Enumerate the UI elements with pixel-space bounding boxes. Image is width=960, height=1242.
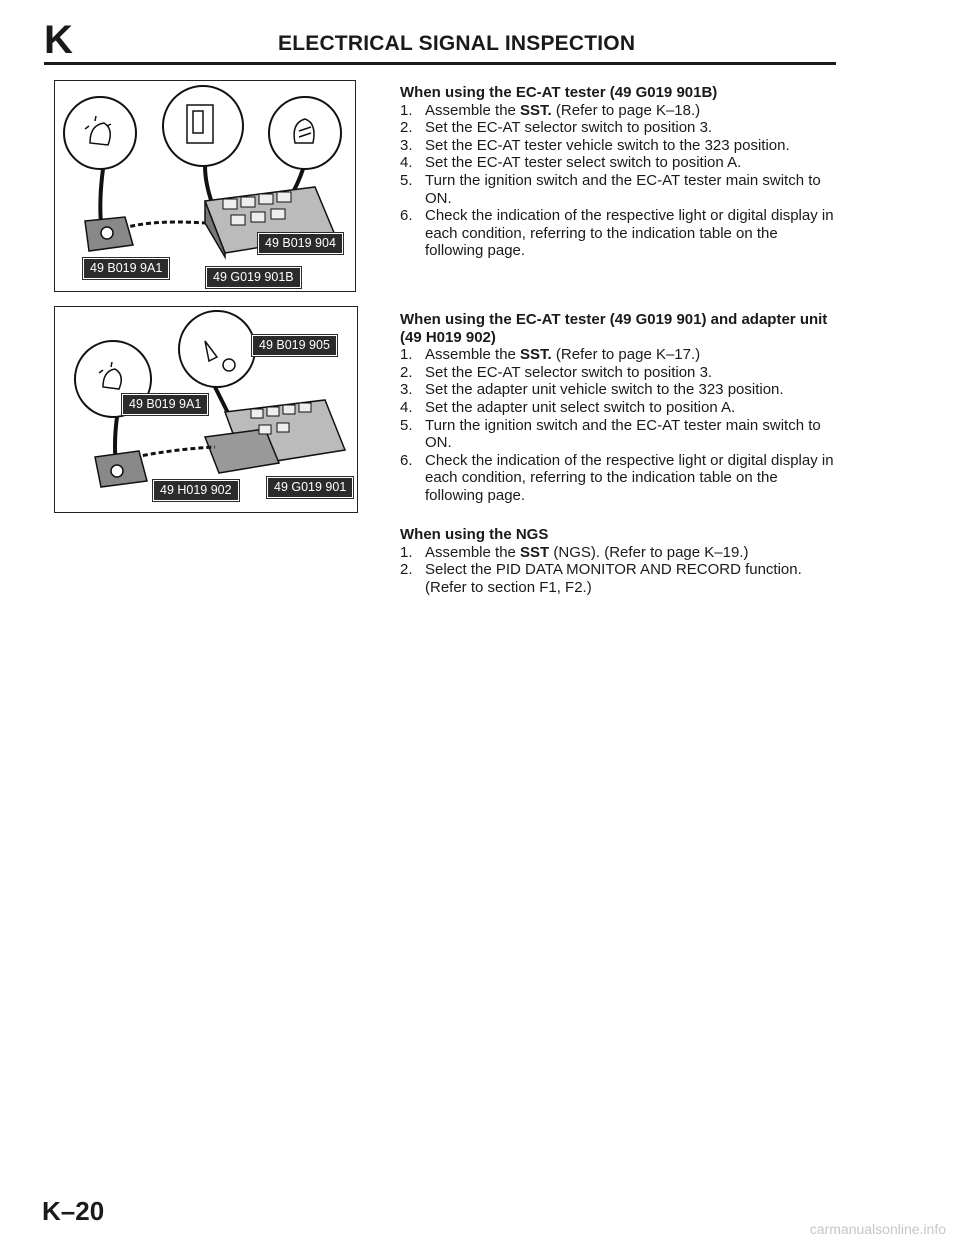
step-number: 3.: [400, 381, 413, 399]
step-text: Assemble the: [425, 346, 521, 364]
step-number: 1.: [400, 346, 413, 364]
procedure-ngs: When using the NGS 1. Assemble the SST (N…: [400, 526, 840, 596]
step-text: Set the adapter unit select switch to po…: [425, 398, 736, 416]
procedure-heading: When using the EC-AT tester (49 G019 901…: [400, 84, 718, 101]
step-number: 5.: [400, 171, 413, 189]
step-text: Set the EC-AT tester vehicle switch to t…: [425, 136, 790, 154]
step-text: Check the indication of the respective l…: [425, 207, 834, 260]
step-number: 3.: [400, 136, 413, 154]
header-rule: [44, 62, 836, 65]
step-text-tail: (NGS). (Refer to page K–19.): [549, 543, 749, 561]
procedure-step: 2. Set the EC-AT selector switch to posit…: [400, 119, 840, 137]
part-tag: 49 B019 9A1: [120, 393, 210, 416]
step-number: 2.: [400, 363, 413, 381]
procedure-step: 6. Check the indication of the respective…: [400, 207, 840, 260]
page-title: ELECTRICAL SIGNAL INSPECTION: [278, 32, 636, 55]
figure-adapter-unit-setup: 49 B019 905 49 B019 9A1 49 H019 902 49 G…: [54, 306, 358, 513]
step-text: Turn the ignition switch and the EC-AT t…: [425, 416, 821, 452]
procedure-step: 5. Turn the ignition switch and the EC-AT…: [400, 417, 840, 452]
step-number: 4.: [400, 154, 413, 172]
figure-ec-at-tester-setup: 49 B019 904 49 B019 9A1 49 G019 901B: [54, 80, 356, 292]
step-bold-text: SST.: [520, 101, 552, 119]
step-text: Set the EC-AT selector switch to positio…: [425, 363, 713, 381]
step-number: 2.: [400, 561, 413, 579]
step-bold-text: SST: [520, 543, 550, 561]
step-number: 4.: [400, 398, 413, 416]
procedure-step: 3. Set the EC-AT tester vehicle switch to…: [400, 137, 840, 155]
step-number: 1.: [400, 101, 413, 119]
page-number: K–20: [42, 1196, 105, 1226]
step-text: Set the adapter unit vehicle switch to t…: [425, 381, 784, 399]
step-text: Set the EC-AT selector switch to positio…: [425, 119, 713, 137]
step-text: Turn the ignition switch and the EC-AT t…: [425, 171, 821, 207]
procedure-step: 4. Set the adapter unit select switch to …: [400, 399, 840, 417]
part-tag: 49 B019 904: [257, 232, 344, 255]
procedure-step: 5. Turn the ignition switch and the EC-AT…: [400, 172, 840, 207]
procedure-adapter-unit: When using the EC-AT tester (49 G019 901…: [400, 311, 840, 505]
procedure-step: 2. Set the EC-AT selector switch to posit…: [400, 364, 840, 382]
step-text: Check the indication of the respective l…: [425, 451, 834, 504]
step-number: 1.: [400, 543, 413, 561]
step-text: Set the EC-AT tester select switch to po…: [425, 154, 742, 172]
step-text: Assemble the: [425, 101, 521, 119]
part-tag: 49 B019 905: [251, 334, 338, 357]
step-number: 6.: [400, 451, 413, 469]
step-text: Select the PID DATA MONITOR AND RECORD f…: [425, 561, 802, 596]
procedure-heading: When using the EC-AT tester (49 G019 901…: [400, 311, 828, 346]
step-text-tail: (Refer to page K–17.): [551, 346, 701, 364]
part-tag: 49 G019 901: [265, 476, 355, 499]
procedure-step: 2. Select the PID DATA MONITOR AND RECORD…: [400, 561, 840, 596]
procedure-step: 6. Check the indication of the respective…: [400, 452, 840, 505]
procedure-heading: When using the NGS: [400, 526, 549, 543]
step-number: 6.: [400, 207, 413, 225]
watermark: carmanualsonline.info: [809, 1221, 946, 1237]
procedure-ec-at-tester: When using the EC-AT tester (49 G019 901…: [400, 84, 840, 260]
procedure-step: 4. Set the EC-AT tester select switch to …: [400, 154, 840, 172]
part-tag: 49 G019 901B: [205, 266, 302, 289]
procedure-step: 1. Assemble the SST. (Refer to page K–18.…: [400, 102, 840, 120]
part-tag: 49 H019 902: [152, 479, 240, 502]
section-letter: K: [44, 18, 73, 62]
step-number: 5.: [400, 416, 413, 434]
procedure-step: 1. Assemble the SST (NGS). (Refer to page…: [400, 544, 840, 562]
procedure-step: 3. Set the adapter unit vehicle switch to…: [400, 381, 840, 399]
step-number: 2.: [400, 119, 413, 137]
step-text: Assemble the: [425, 543, 521, 561]
step-text-tail: (Refer to page K–18.): [551, 101, 701, 119]
procedure-step: 1. Assemble the SST. (Refer to page K–17.…: [400, 346, 840, 364]
step-bold-text: SST.: [520, 346, 552, 364]
figure-2-illustration: [74, 310, 347, 488]
part-tag: 49 B019 9A1: [81, 257, 171, 280]
